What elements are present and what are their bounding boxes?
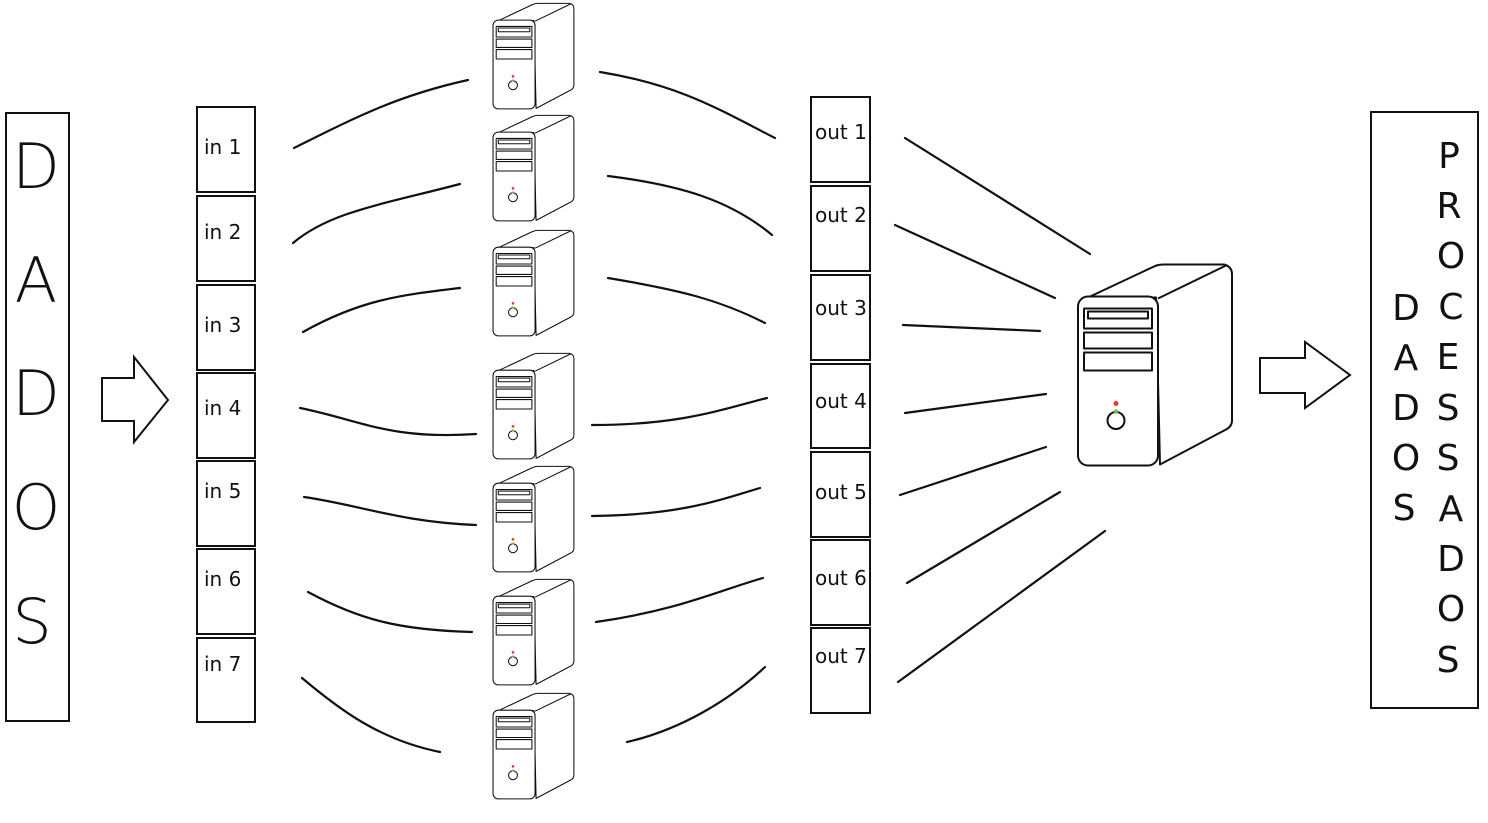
svg-text:S: S — [1437, 438, 1460, 479]
svg-text:in 1: in 1 — [204, 135, 241, 159]
input-letter: D — [12, 357, 60, 430]
svg-text:out 1: out 1 — [815, 120, 867, 144]
svg-text:O: O — [1437, 589, 1465, 630]
input-split: in 7 — [196, 637, 256, 723]
output-split: out 7 — [810, 627, 871, 714]
arrow-right-icon — [101, 354, 170, 445]
input-letter: A — [15, 244, 57, 317]
worker-computer-icon — [492, 465, 575, 573]
input-split: in 3 — [196, 284, 256, 371]
svg-text:S: S — [1437, 388, 1460, 429]
worker-computers — [492, 2, 575, 800]
svg-text:in 2: in 2 — [204, 220, 241, 244]
svg-text:in 5: in 5 — [204, 479, 241, 503]
main-computer-icon — [1076, 263, 1234, 467]
input-connections — [291, 78, 478, 754]
svg-text:out 7: out 7 — [815, 644, 867, 668]
input-splits: in 1 in 2 in 3 in 4 in 5 in 6 in 7 — [196, 106, 256, 723]
worker-computer-icon — [492, 229, 575, 337]
reduce-connections — [893, 136, 1107, 684]
input-split: in 6 — [196, 548, 256, 635]
worker-computer-icon — [492, 578, 575, 686]
input-data-block: D A D O S — [5, 112, 70, 722]
svg-text:in 6: in 6 — [204, 567, 241, 591]
output-split: out 6 — [810, 539, 871, 626]
svg-text:out 6: out 6 — [815, 566, 867, 590]
svg-text:A: A — [1394, 338, 1419, 379]
svg-text:in 4: in 4 — [204, 396, 241, 420]
svg-text:O: O — [1437, 236, 1465, 277]
output-connections — [590, 70, 777, 744]
svg-text:A: A — [1439, 489, 1464, 530]
input-letter: O — [12, 471, 61, 544]
svg-text:out 2: out 2 — [815, 203, 867, 227]
arrow-right-icon — [1259, 340, 1352, 410]
svg-text:D: D — [1437, 539, 1465, 580]
svg-text:E: E — [1437, 337, 1460, 378]
worker-computer-icon — [492, 352, 575, 460]
svg-text:out 5: out 5 — [815, 480, 867, 504]
input-letter: D — [12, 130, 60, 203]
output-split: out 2 — [810, 185, 871, 272]
input-data-frame — [5, 112, 70, 722]
output-split: out 4 — [810, 363, 871, 449]
output-split: out 1 — [810, 96, 871, 183]
svg-text:out 4: out 4 — [815, 389, 867, 413]
processed-data-block: D A D O S P R O C E S S A D O S — [1370, 111, 1479, 709]
svg-text:D: D — [1392, 388, 1420, 429]
output-splits: out 1 out 2 out 3 out 4 out 5 out 6 out … — [810, 96, 871, 714]
worker-computer-icon — [492, 692, 575, 800]
svg-text:in 7: in 7 — [204, 652, 241, 676]
processed-data-frame — [1370, 111, 1479, 709]
svg-text:P: P — [1438, 136, 1460, 177]
worker-computer-icon — [492, 2, 575, 110]
worker-computer-icon — [492, 114, 575, 222]
input-letter: S — [12, 585, 51, 658]
input-split: in 1 — [196, 106, 256, 193]
svg-text:S: S — [1393, 488, 1416, 529]
output-split: out 3 — [810, 274, 871, 361]
output-split: out 5 — [810, 451, 871, 538]
svg-text:out 3: out 3 — [815, 296, 867, 320]
svg-text:in 3: in 3 — [204, 313, 241, 337]
svg-text:S: S — [1437, 640, 1460, 681]
input-split: in 5 — [196, 460, 256, 547]
input-split: in 4 — [196, 372, 256, 459]
svg-text:O: O — [1392, 438, 1420, 479]
svg-text:D: D — [1392, 288, 1420, 329]
svg-text:R: R — [1436, 186, 1461, 227]
svg-text:C: C — [1438, 287, 1463, 328]
input-split: in 2 — [196, 195, 256, 282]
